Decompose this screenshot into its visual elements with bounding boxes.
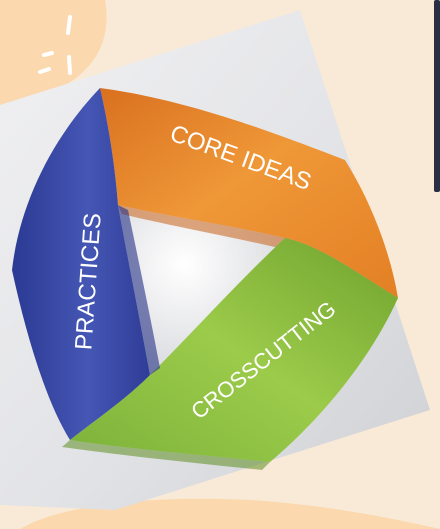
- dark-side-panel: [434, 0, 440, 192]
- decor-blob-top-left: [0, 0, 107, 120]
- segment-practices: [12, 88, 160, 440]
- segment-core-ideas: [100, 88, 398, 303]
- segment-crosscutting: [62, 238, 398, 470]
- diagram-hole: [118, 205, 285, 375]
- sparkle-marks: [38, 15, 72, 75]
